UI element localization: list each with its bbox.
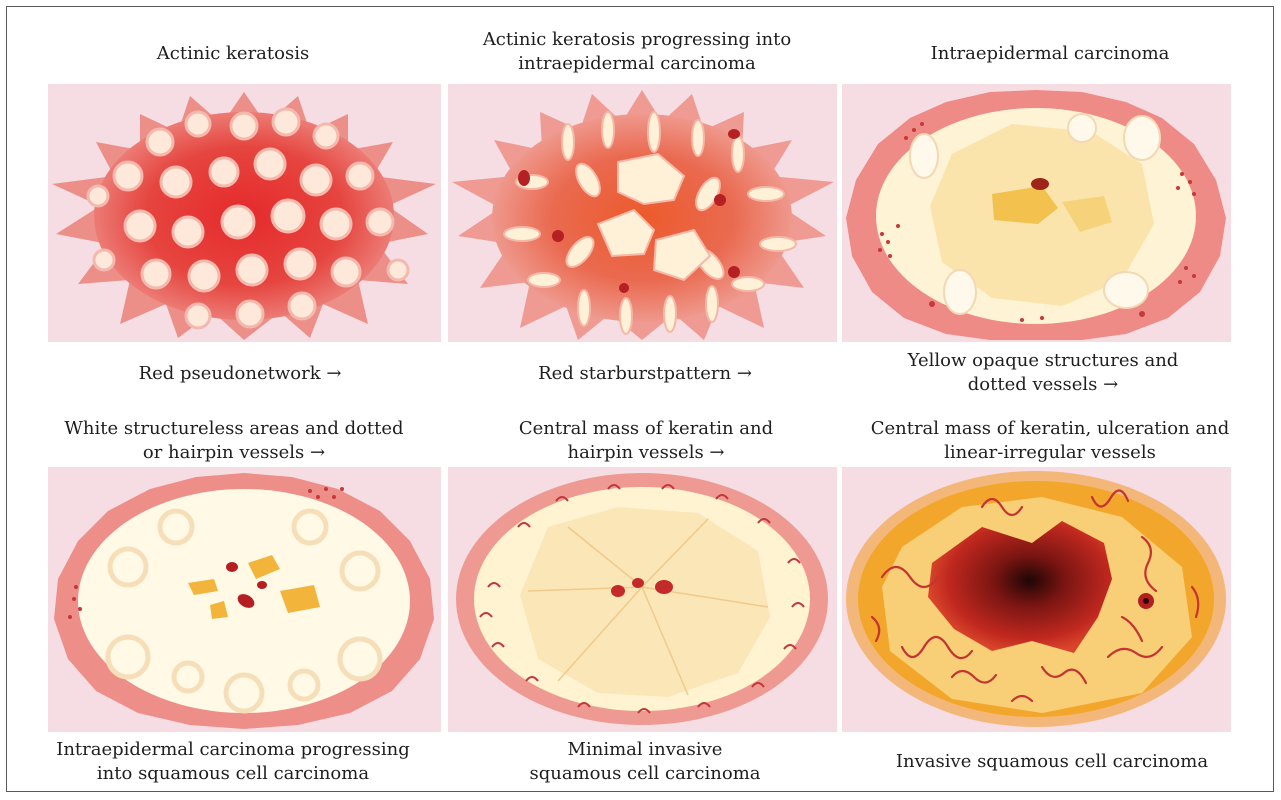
panel-intraepidermal-carcinoma	[842, 84, 1231, 342]
iec-progressing-scc-illustration	[48, 467, 441, 732]
caption-invasive-scc: Invasive squamous cell carcinoma	[896, 750, 1208, 774]
actinic-keratosis-illustration	[48, 84, 441, 342]
panel-actinic-keratosis	[48, 84, 441, 342]
panel-minimal-invasive-scc	[448, 467, 837, 732]
feature-red-starburst: Red starburstpattern →	[538, 362, 752, 386]
panel-iec-progressing-scc	[48, 467, 441, 732]
feature-red-pseudonetwork: Red pseudonetwork →	[139, 362, 342, 386]
intraepidermal-carcinoma-illustration	[842, 84, 1231, 342]
caption-actinic-keratosis: Actinic keratosis	[157, 42, 309, 66]
ak-progressing-illustration	[448, 84, 837, 342]
invasive-scc-illustration	[842, 467, 1231, 732]
caption-intraepidermal-carcinoma: Intraepidermal carcinoma	[931, 42, 1170, 66]
panel-invasive-scc	[842, 467, 1231, 732]
minimal-invasive-scc-illustration	[448, 467, 837, 732]
panel-ak-progressing	[448, 84, 837, 342]
